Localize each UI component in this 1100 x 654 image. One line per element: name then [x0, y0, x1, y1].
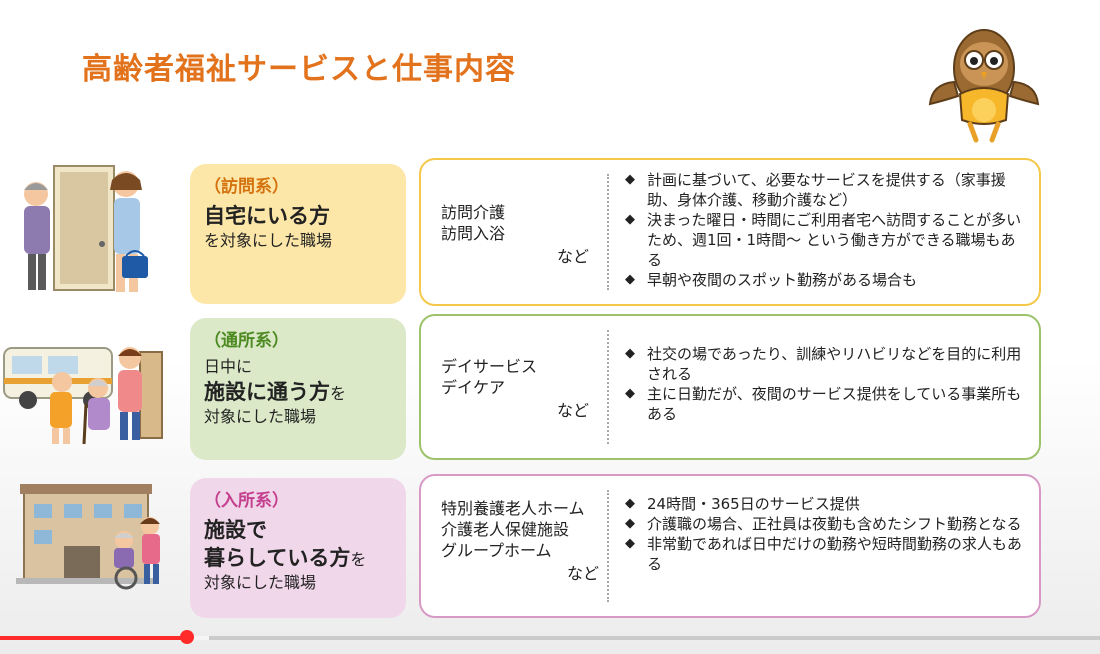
category-day-detail: デイサービス デイケア など ◆社交の場であったり、訓練やリハビリなどを目的に利…	[419, 314, 1041, 460]
divider	[607, 490, 609, 602]
diamond-bullet-icon: ◆	[625, 516, 635, 531]
service-name: 特別養護老人ホーム	[441, 499, 585, 518]
category-day-line3: 対象にした職場	[204, 407, 317, 426]
category-visit-detail: 訪問介護 訪問入浴 など ◆計画に基づいて、必要なサービスを提供する（家事援助、…	[419, 158, 1041, 306]
category-stay-line1: 施設で	[204, 518, 267, 542]
category-stay-line3: 対象にした職場	[204, 573, 317, 592]
category-visit-bullets: ◆計画に基づいて、必要なサービスを提供する（家事援助、身体介護、移動介護など） …	[623, 170, 1025, 290]
category-stay-box: （入所系） 施設で 暮らしている方を 対象にした職場	[190, 478, 406, 618]
service-name: グループホーム	[441, 541, 552, 560]
diamond-bullet-icon: ◆	[625, 346, 635, 361]
progress-played	[0, 636, 187, 640]
category-stay-target: 暮らしている方	[204, 546, 351, 570]
diamond-bullet-icon: ◆	[625, 212, 635, 227]
bullet-item: ◆介護職の場合、正社員は夜勤も含めたシフト勤務となる	[625, 515, 1022, 533]
category-stay-detail: 特別養護老人ホーム 介護老人保健施設 グループホーム など ◆24時間・365日…	[419, 474, 1041, 618]
diamond-bullet-icon: ◆	[625, 536, 635, 551]
category-visit-box: （訪問系） 自宅にいる方 を対象にした職場	[190, 164, 406, 304]
category-stay-tag: （入所系）	[204, 491, 289, 511]
category-day-bullets: ◆社交の場であったり、訓練やリハビリなどを目的に利用される ◆主に日勤だが、夜間…	[623, 344, 1025, 424]
diamond-bullet-icon: ◆	[625, 496, 635, 511]
category-stay-particle: を	[350, 550, 367, 569]
service-name: 訪問入浴	[441, 224, 506, 243]
bullet-item: ◆決まった曜日・時間にご利用者宅へ訪問することが多いため、週1回・1時間～ とい…	[625, 211, 1022, 269]
category-day-services: デイサービス デイケア など	[441, 356, 601, 421]
category-stay-bullets: ◆24時間・365日のサービス提供 ◆介護職の場合、正社員は夜勤も含めたシフト勤…	[623, 494, 1025, 574]
day-service-illustration	[3, 347, 163, 445]
bullet-item: ◆早朝や夜間のスポット勤務がある場合も	[625, 271, 918, 289]
diamond-bullet-icon: ◆	[625, 386, 635, 401]
category-day-tag: （通所系）	[204, 331, 289, 351]
category-visit-target-suffix: を対象にした職場	[204, 231, 333, 250]
service-name: 介護老人保健施設	[441, 520, 570, 539]
bullet-item: ◆24時間・365日のサービス提供	[625, 495, 860, 513]
bullet-item: ◆非常勤であれば日中だけの勤務や短時間勤務の求人もある	[625, 535, 1022, 573]
owl-mascot-icon	[928, 29, 1040, 143]
category-day-line1: 日中に	[204, 357, 253, 376]
divider	[607, 330, 609, 444]
category-day-particle: を	[330, 384, 347, 403]
category-visit-services: 訪問介護 訪問入浴 など	[441, 202, 601, 267]
bullet-item: ◆社交の場であったり、訓練やリハビリなどを目的に利用される	[625, 345, 1022, 383]
service-name: デイケア	[441, 378, 506, 397]
category-visit-target: 自宅にいる方	[204, 204, 330, 228]
category-day-target: 施設に通う方	[204, 380, 330, 404]
services-etc: など	[566, 564, 599, 583]
services-etc: など	[556, 247, 589, 266]
divider	[607, 174, 609, 290]
diamond-bullet-icon: ◆	[625, 272, 635, 287]
bullet-item: ◆主に日勤だが、夜間のサービス提供をしている事業所もある	[625, 385, 1022, 423]
service-name: 訪問介護	[441, 203, 506, 222]
bullet-item: ◆計画に基づいて、必要なサービスを提供する（家事援助、身体介護、移動介護など）	[625, 171, 1006, 209]
home-visit-illustration	[24, 165, 148, 292]
video-progress-bar[interactable]	[0, 630, 1100, 644]
services-etc: など	[556, 401, 589, 420]
diamond-bullet-icon: ◆	[625, 172, 635, 187]
page-title: 高齢者福祉サービスと仕事内容	[82, 52, 516, 87]
residential-facility-illustration	[16, 484, 160, 590]
service-name: デイサービス	[441, 357, 538, 376]
category-stay-services: 特別養護老人ホーム 介護老人保健施設 グループホーム など	[441, 498, 611, 584]
category-day-box: （通所系） 日中に 施設に通う方を 対象にした職場	[190, 318, 406, 460]
category-visit-tag: （訪問系）	[204, 177, 289, 197]
progress-scrubber-handle[interactable]	[180, 630, 194, 644]
